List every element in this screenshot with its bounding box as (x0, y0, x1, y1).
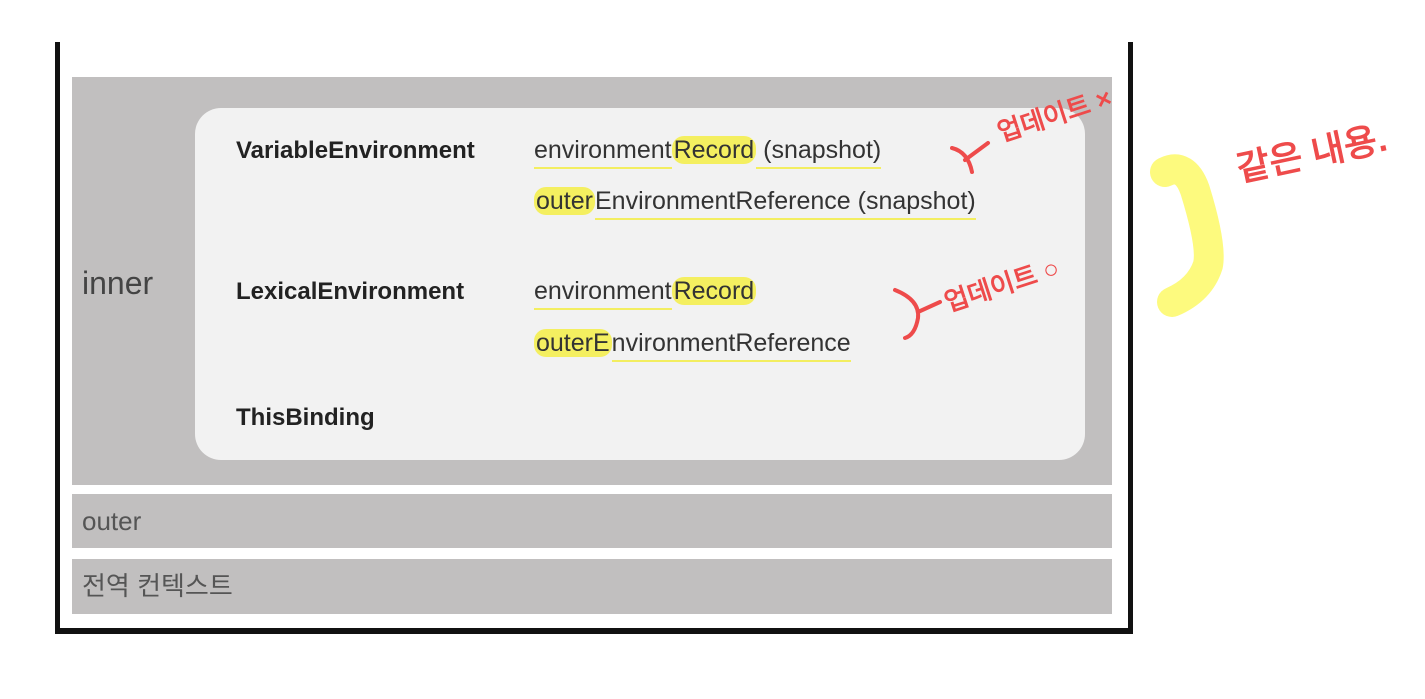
brace-icon (893, 288, 942, 340)
this-binding-label: ThisBinding (236, 404, 375, 431)
highlighted-text: outer (534, 187, 595, 215)
le-outer-reference: outerEnvironmentReference (534, 329, 851, 362)
text: EnvironmentReference (snapshot) (594, 187, 976, 220)
text: environment (534, 136, 672, 169)
le-environment-record: environmentRecord (534, 277, 757, 310)
text: environment (534, 277, 672, 310)
highlighted-text: Record (671, 136, 757, 164)
lexical-environment-label: LexicalEnvironment (236, 278, 465, 305)
variable-environment-label: VariableEnvironment (236, 137, 475, 164)
inner-label: inner (82, 265, 154, 301)
inner-context-card (195, 108, 1085, 460)
highlighted-text: Record (671, 277, 757, 305)
ve-environment-record: environmentRecord (snapshot) (534, 136, 882, 169)
execution-context-stack-frame (55, 42, 1133, 634)
brace-icon (950, 141, 990, 174)
text: (snapshot) (756, 136, 882, 169)
text: nvironmentReference (611, 329, 851, 362)
yellow-bracket-icon (1150, 154, 1224, 317)
highlighted-text: outerE (534, 329, 612, 357)
global-context: 전역 컨텍스트 (72, 559, 1112, 614)
outer-context: outer (72, 494, 1112, 548)
ve-outer-reference: outerEnvironmentReference (snapshot) (534, 187, 976, 220)
